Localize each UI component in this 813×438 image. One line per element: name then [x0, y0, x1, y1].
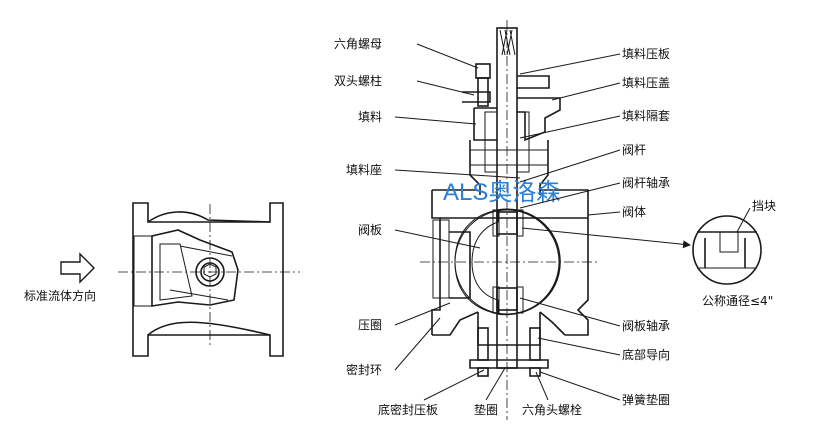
label-bottom-guide: 底部导向 [622, 347, 670, 362]
center-valve-section [420, 20, 691, 420]
label-bottom-seal-gland: 底密封压板 [378, 402, 438, 417]
label-packing-spacer: 填料隔套 [622, 109, 670, 123]
label-stop-block: 挡块 [752, 199, 776, 213]
leader-lines [394, 43, 621, 401]
label-nominal-size: 公称通径≤4" [702, 294, 773, 308]
label-stud-bolt: 双头螺柱 [334, 73, 382, 88]
label-stem: 阀杆 [622, 143, 646, 157]
label-packing-gland: 填料压板 [622, 47, 670, 61]
label-hex-nut: 六角螺母 [334, 37, 382, 51]
label-body: 阀体 [622, 205, 646, 219]
flow-direction-arrow-icon [60, 252, 95, 284]
label-press-ring: 压圈 [358, 318, 382, 332]
left-valve-view [118, 202, 300, 357]
label-disc: 阀板 [358, 223, 382, 237]
stop-block-detail [692, 207, 762, 285]
flow-direction-label: 标准流体方向 [24, 288, 96, 303]
label-stem-bearing: 阀杆轴承 [622, 175, 670, 190]
label-gasket: 垫圈 [474, 402, 498, 417]
label-seal-ring: 密封环 [346, 362, 382, 377]
label-disc-shaft-bearing: 阀板轴承 [622, 318, 670, 333]
label-spring-washer: 弹簧垫圈 [622, 392, 670, 407]
label-packing-seat: 填料座 [346, 162, 382, 177]
watermark-text: ALS奥洛森 [443, 179, 560, 206]
label-packing-cover: 填料压盖 [622, 76, 670, 90]
label-hex-bolt: 六角头螺栓 [522, 402, 582, 417]
label-packing: 填料 [358, 110, 382, 124]
